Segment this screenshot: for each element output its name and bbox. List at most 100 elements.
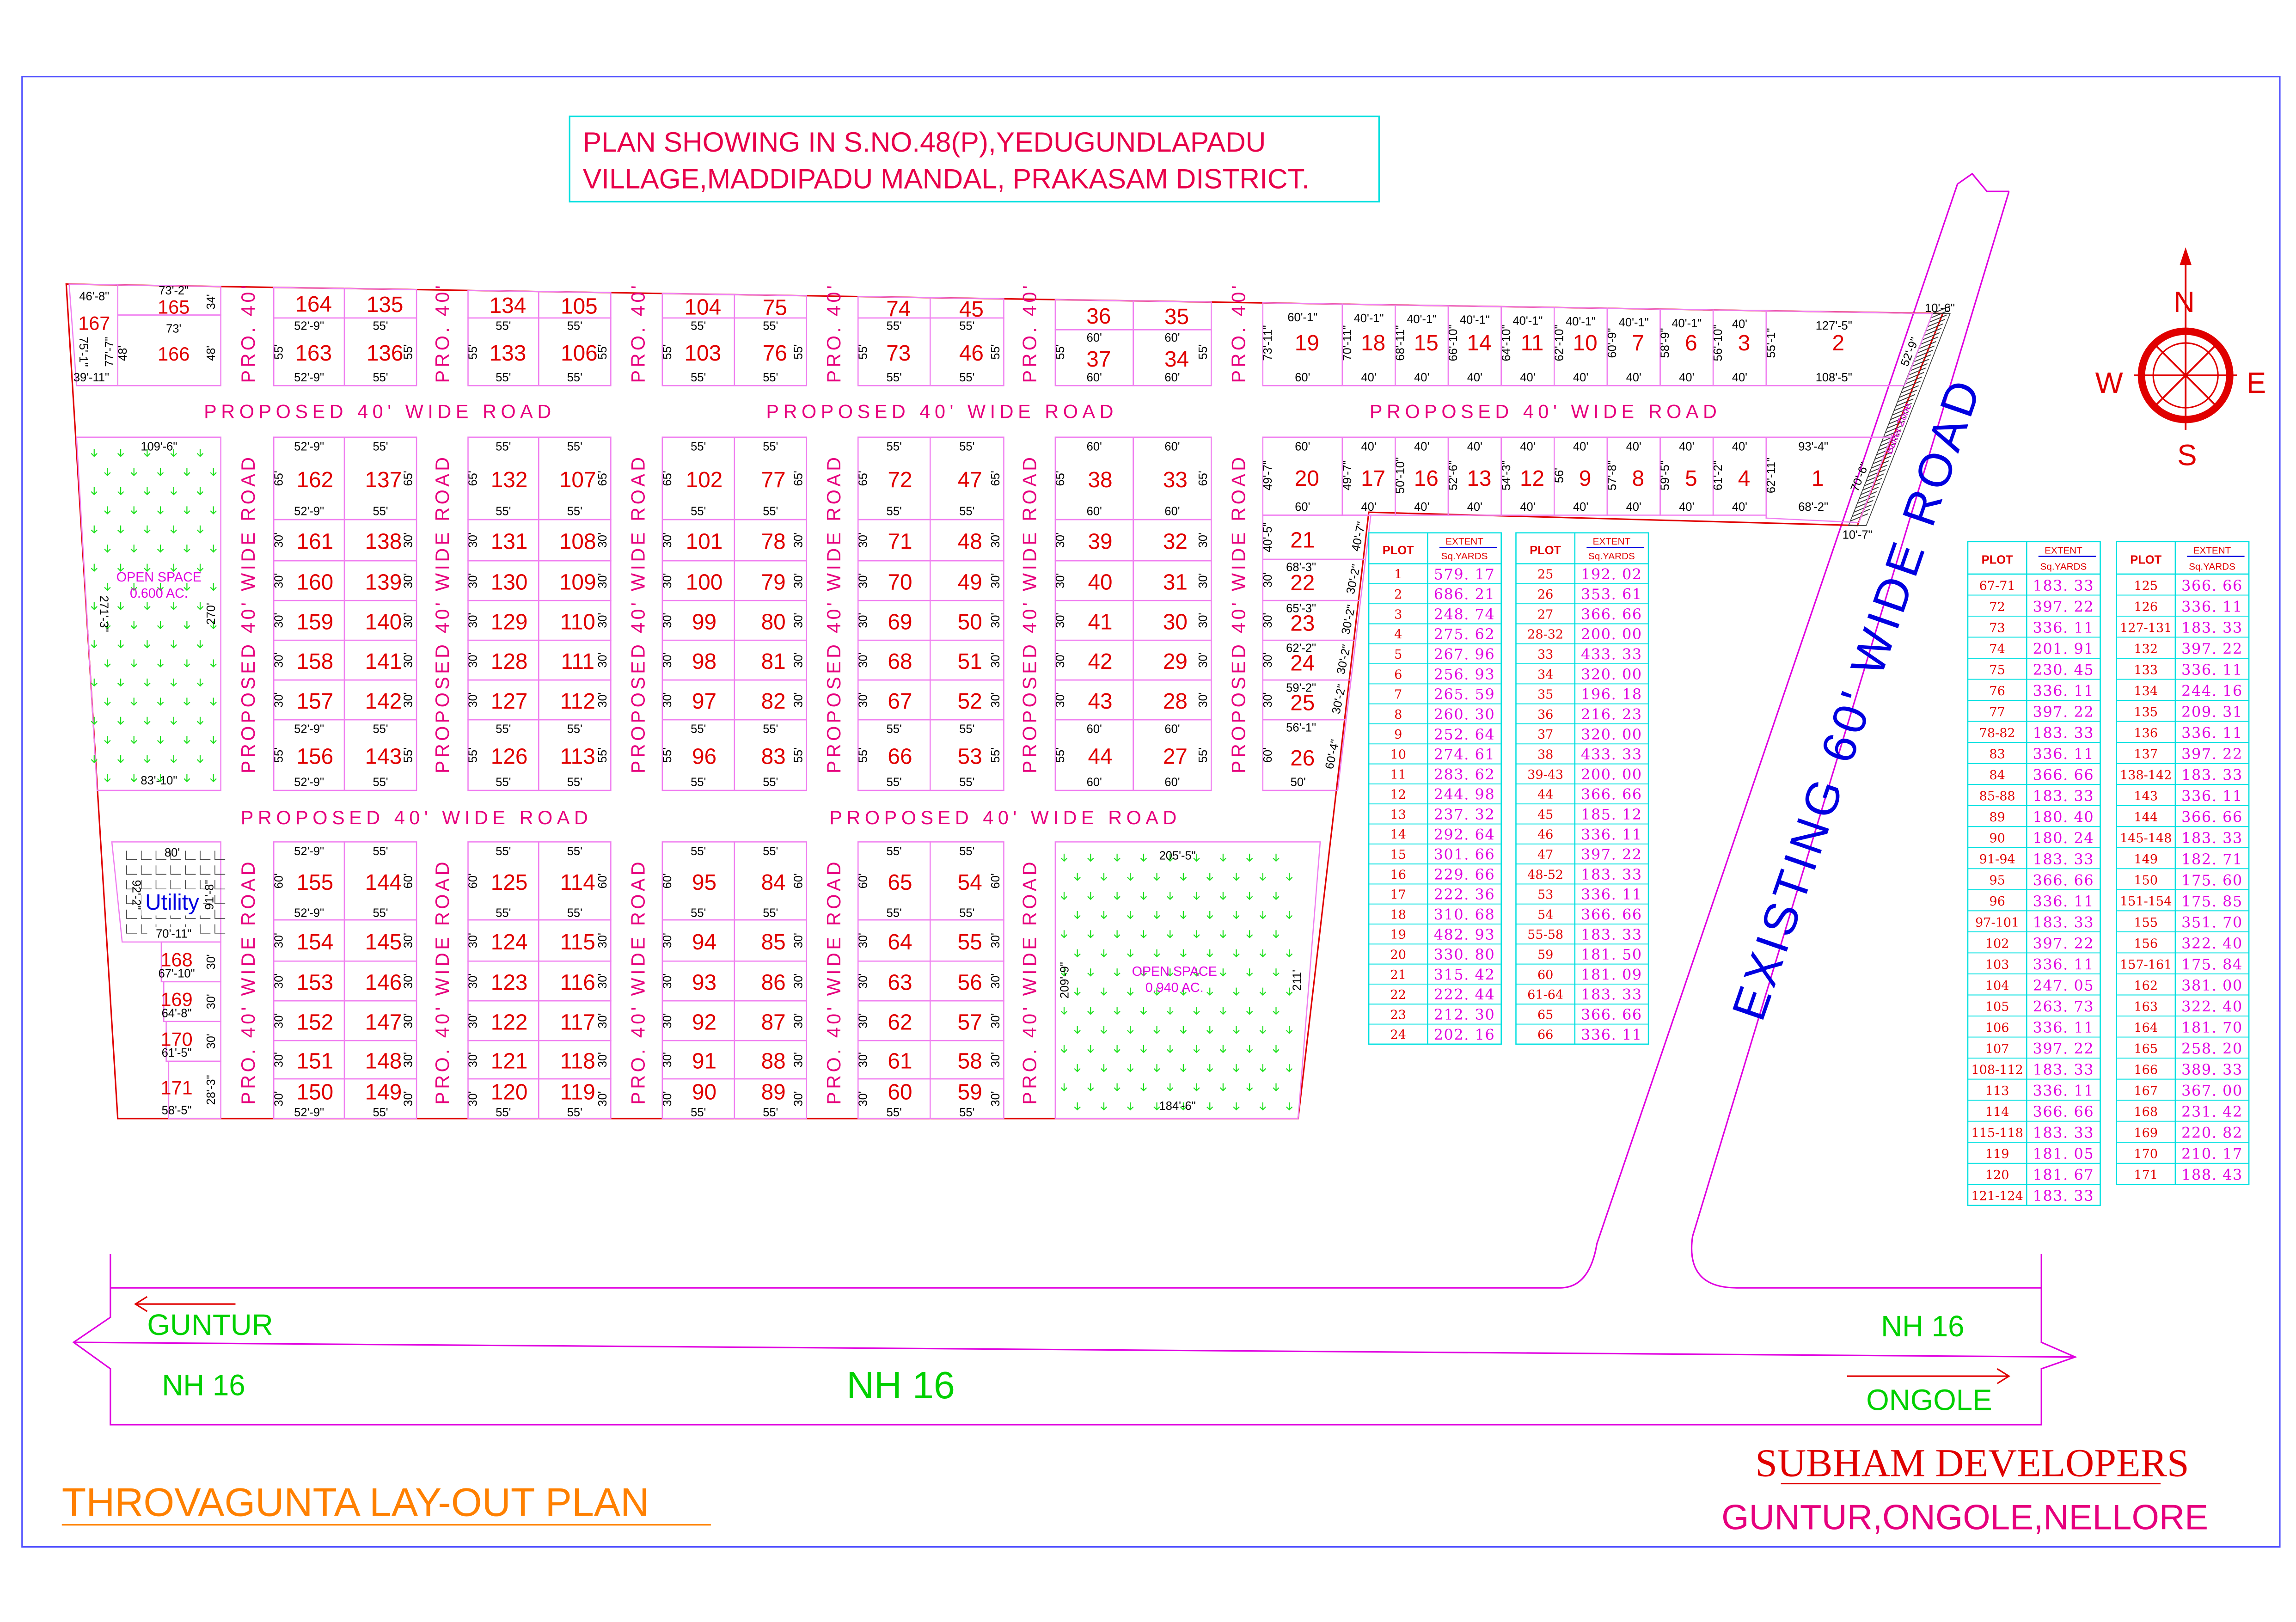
plot-dim: 30' [1054,533,1067,548]
plot-dim: 55' [1197,747,1210,763]
plot-dim: 55' [661,344,674,359]
plot-dim: 30' [402,613,415,628]
plot-dim: 65' [467,471,480,486]
plot-dim: 55' [402,747,415,763]
plot-83 [734,719,808,791]
plot-number: 151 [297,1049,334,1074]
plot-dim: 30' [467,573,480,588]
plot-dim: 30' [1197,613,1210,628]
table-cell-extent: 200. 00 [1581,625,1642,643]
plot-dim: 30' [1261,692,1274,708]
plot-dim: 58'-9" [1659,328,1672,358]
plot-dim: 55' [567,319,582,332]
plot-number: 118 [560,1049,595,1074]
plot-number: 154 [297,930,334,955]
table-cell-plot: 10 [1390,747,1406,762]
plot-dim: 30' [467,933,480,948]
plot-dim: 58'-5" [162,1104,192,1117]
plot-dim: 55'-1" [1765,328,1778,358]
plot-dim: 40' [1414,371,1429,384]
plot-number: 81 [761,649,786,674]
plot-dim: 55' [691,1106,706,1119]
plot-dim: 55' [272,747,285,763]
table-cell-plot: 9 [1394,728,1402,742]
plot-dim: 62'-11" [1765,458,1778,493]
plot-dim: 60' [1087,776,1102,789]
plot-dim: 60' [1164,440,1180,453]
table-cell-extent: 397. 22 [1581,846,1642,863]
plot-dim: 30' [1054,613,1067,628]
table-cell-plot: 133 [2134,663,2158,677]
table-cell-extent: 183. 33 [2033,1061,2094,1078]
plot-number: 164 [295,292,332,317]
plot-number: 47 [958,468,982,492]
table-cell-extent: 397. 22 [2181,640,2243,657]
table-cell-plot: 78-82 [1979,726,2015,741]
extent-table-3 [1967,541,2101,1206]
plot-number: 3 [1738,331,1751,355]
proposed-road-label: PROPOSED 40' WIDE ROAD [1370,401,1721,422]
plot-dim: 60' [989,873,1002,888]
plot-dim: 40' [1361,501,1376,514]
table-cell-plot: 156 [2134,936,2158,951]
pro-road-label: PRO. 40' [432,282,453,383]
plot-dim: 70'-11" [1341,325,1354,361]
proposed-road-label-vertical: PROPOSED 40' WIDE ROAD [628,454,649,774]
table-cell-extent: 244. 16 [2181,682,2243,700]
plot-dim: 40'-1" [1513,314,1543,327]
plot-number: 89 [761,1080,786,1105]
buffer-dim: 10'-6" [1925,302,1955,315]
table-cell-extent: 181. 67 [2033,1166,2094,1184]
plot-dim: 61'-2" [1712,460,1725,490]
plot-dim: 40' [1467,501,1482,514]
table-cell-plot: 85-88 [1979,790,2015,804]
title-line-1: PLAN SHOWING IN S.NO.48(P),YEDUGUNDLAPAD… [583,126,1266,158]
table-cell-plot: 21 [1390,968,1406,982]
plot-number: 98 [692,649,716,674]
table-cell-extent: 381. 00 [2181,977,2243,994]
plot-number: 27 [1163,745,1188,769]
plot-dim: 55' [691,319,706,332]
table-cell-extent: 258. 20 [2181,1040,2243,1058]
table-cell-extent: 181. 70 [2181,1019,2243,1036]
table-cell-extent: 397. 22 [2033,935,2094,952]
table-cell-plot: 90 [1989,832,2005,846]
table-cell-extent: 180. 40 [2033,808,2094,826]
plot-number: 56 [958,970,982,995]
table-cell-extent: 183. 33 [1581,866,1642,883]
open-space-1-dim: 83'-10" [141,774,177,787]
layout-title: THROVAGUNTA LAY-OUT PLAN [62,1481,649,1525]
open-space-1-dim: 109'-6" [141,440,177,453]
plot-number: 134 [490,294,527,318]
plot-dim: 40'-1" [1566,315,1596,328]
plot-dim: 55' [373,907,388,920]
plot-number: 66 [888,745,912,769]
plot-number: 73 [886,341,911,366]
plot-dim: 30' [1197,653,1210,668]
table-cell-extent: 183. 33 [2181,829,2243,847]
plot-number: 71 [888,530,912,554]
plot-number: 111 [561,649,594,674]
plot-dim: 30' [402,973,415,989]
table-cell-plot: 107 [1985,1042,2009,1056]
plot-dim: 60' [792,873,805,888]
plot-dim: 40' [1732,501,1747,514]
plot-number: 136 [367,341,404,366]
plot-dim: 30' [272,533,285,548]
table-cell-extent: 209. 31 [2181,703,2243,721]
table-cell-extent: 212. 30 [1434,1006,1495,1023]
table-cell-extent: 301. 66 [1434,846,1495,863]
plot-dim: 30' [989,1091,1002,1106]
buffer-dim: 10'-7" [1843,528,1873,541]
plot-dim: 52'-9" [294,371,324,384]
plot-dim: 55' [989,344,1002,359]
plot-number: 150 [297,1080,334,1105]
table-header-extent: EXTENT [2193,545,2231,556]
plot-dim: 68'-11" [1394,325,1407,361]
plot-number: 86 [761,970,786,995]
table-cell-plot: 126 [2134,600,2158,614]
plot-dim: 30' [467,692,480,708]
plot-number: 85 [761,930,786,955]
plot-number: 126 [491,745,528,769]
plot-dim: 55' [691,505,706,518]
